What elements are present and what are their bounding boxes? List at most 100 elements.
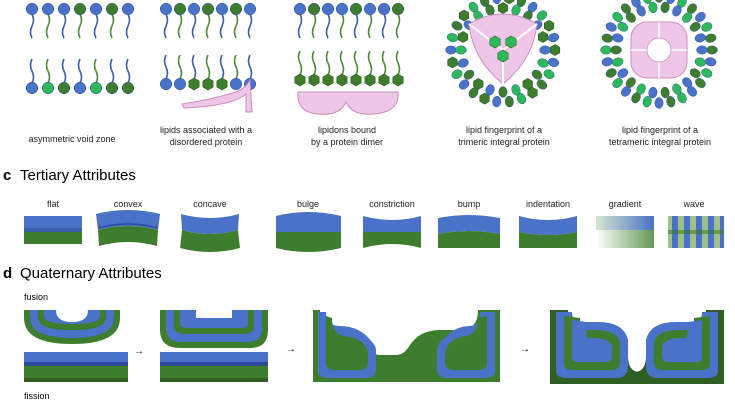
cholesterol-hexagon <box>364 73 376 87</box>
lipid-head <box>463 69 475 80</box>
lipid-tail <box>325 50 331 76</box>
shape-wave <box>668 216 724 248</box>
lipid-head <box>492 0 502 5</box>
shape-concave <box>180 214 240 252</box>
lipid-head <box>25 2 39 16</box>
caption-tetrameric-line2: tetrameric integral protein <box>609 137 711 147</box>
lipid-head <box>612 33 624 43</box>
section-d-title: Quaternary Attributes <box>20 265 162 282</box>
lipid-head <box>243 2 257 16</box>
lipid-head <box>612 78 623 88</box>
lipid-tail <box>339 50 345 76</box>
lipid-head <box>363 2 377 16</box>
lipid-head <box>694 33 706 43</box>
lipid-tail <box>311 13 317 39</box>
cholesterol-hexagon <box>202 77 214 91</box>
cholesterol-hexagon <box>188 77 200 91</box>
lipid-head <box>159 77 173 91</box>
lipid-head <box>89 2 103 16</box>
lipid-head <box>455 45 467 55</box>
section-c-letter: c <box>3 167 11 184</box>
lipid-head <box>701 68 713 78</box>
cholesterol-hexagon <box>537 31 549 43</box>
lipid-tail <box>233 54 239 80</box>
lipid-head <box>648 86 658 99</box>
protein-dimer <box>297 91 399 115</box>
lipid-head <box>672 83 682 95</box>
cholesterol-hexagon <box>527 86 538 99</box>
shape-indentation <box>519 216 577 248</box>
cholesterol-hexagon <box>504 0 515 5</box>
lipid-head <box>391 2 405 16</box>
lipid-head <box>705 57 717 67</box>
tertiary-label-convex: convex <box>114 199 143 209</box>
caption-protein-dimer-line2: by a protein dimer <box>311 137 383 147</box>
lipid-tail <box>93 13 99 39</box>
lipid-head <box>672 5 682 17</box>
lipid-tail <box>247 13 253 39</box>
lipid-tail <box>191 54 197 80</box>
cholesterol-hexagon <box>336 73 348 87</box>
cholesterol-hexagon <box>497 49 509 63</box>
lipid-head <box>485 84 495 96</box>
panel-disordered-protein <box>159 2 257 113</box>
caption-trimeric-line2: trimeric integral protein <box>458 137 550 147</box>
tertiary-label-bump: bump <box>458 199 481 209</box>
lipid-head <box>335 2 349 16</box>
caption-disordered-protein-line1: lipids associated with a <box>160 125 252 135</box>
lipid-tail <box>191 13 197 39</box>
caption-void-zone: asymmetric void zone <box>28 134 115 144</box>
lipid-head <box>654 97 664 109</box>
lipid-head <box>173 2 187 16</box>
fusion-stage-2 <box>160 310 268 382</box>
lipid-head <box>293 2 307 16</box>
lipid-head <box>187 2 201 16</box>
lipid-tail <box>205 54 211 80</box>
shape-constriction <box>363 216 421 248</box>
lipid-head <box>605 68 617 78</box>
lipid-head <box>625 77 636 88</box>
lipid-head <box>601 33 613 43</box>
lipid-head <box>543 69 555 79</box>
lipid-head <box>696 45 708 55</box>
tertiary-shapes <box>24 210 724 252</box>
lipid-tail <box>395 13 401 39</box>
panel-asymmetric-void-zone <box>25 2 135 95</box>
lipid-head <box>105 2 119 16</box>
lipid-head <box>215 2 229 16</box>
shape-gradient <box>596 216 654 248</box>
panel-protein-dimer <box>293 2 405 115</box>
lipid-tail <box>77 13 83 39</box>
lipid-tail <box>109 13 115 39</box>
section-d-letter: d <box>3 265 12 282</box>
lipid-head <box>201 2 215 16</box>
cholesterol-hexagon <box>497 2 509 14</box>
tertiary-label-bulge: bulge <box>297 199 319 209</box>
lipid-tail <box>311 50 317 76</box>
label-fission: fission <box>24 391 50 400</box>
tertiary-label-flat: flat <box>47 199 60 209</box>
top-captions: asymmetric void zone lipids associated w… <box>28 125 711 147</box>
lipid-tail <box>367 50 373 76</box>
lipid-tail <box>163 13 169 39</box>
tertiary-label-concave: concave <box>193 199 227 209</box>
lipid-tail <box>297 50 303 76</box>
lipid-head <box>57 81 71 95</box>
lipid-tail <box>367 13 373 39</box>
lipid-tail <box>29 58 35 84</box>
tertiary-label-wave: wave <box>682 199 704 209</box>
lipid-tail <box>177 13 183 39</box>
lipid-head <box>689 68 701 79</box>
lipid-head <box>617 68 629 79</box>
cholesterol-hexagon <box>216 77 228 91</box>
lipid-head <box>451 21 463 31</box>
lipid-head <box>666 96 676 108</box>
lipid-head <box>492 95 502 108</box>
lipid-tail <box>109 58 115 84</box>
tertiary-labels: flat convex concave bulge constriction b… <box>47 199 705 209</box>
shape-bump <box>438 215 500 248</box>
lipid-tail <box>45 13 51 39</box>
lipid-head <box>547 33 560 43</box>
lipid-head <box>689 21 701 32</box>
lipid-head <box>536 79 548 90</box>
